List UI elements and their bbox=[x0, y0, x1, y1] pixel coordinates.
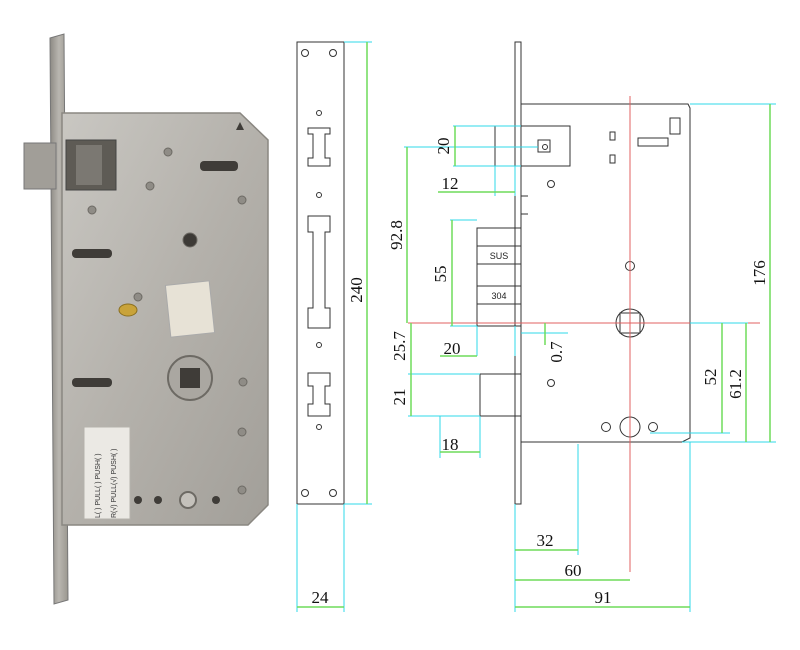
strike-lower-cutout bbox=[307, 372, 331, 417]
center-lines bbox=[408, 96, 760, 572]
photo-card-line-2: R(√) PULL(√) PUSH( ) bbox=[110, 448, 118, 518]
dim-gap-b: 20 bbox=[444, 339, 461, 358]
dim-latch-depth: 12 bbox=[442, 174, 459, 193]
dim-latch-height: 20 bbox=[434, 138, 453, 155]
dimension-labels: 20 12 92.8 55 25.7 20 0.7 21 18 176 52 6… bbox=[387, 138, 769, 608]
dim-lower-offset: 21 bbox=[390, 389, 409, 406]
dim-gap-c: 0.7 bbox=[547, 341, 566, 363]
dim-backset: 60 bbox=[565, 561, 582, 580]
strike-width-dim: 24 bbox=[312, 588, 330, 607]
dim-spindle-to-bottom: 61.2 bbox=[726, 369, 745, 399]
photo-card-line-1: L( ) PULL( ) PUSH( ) bbox=[95, 453, 102, 518]
photo-brand-logo bbox=[118, 303, 138, 317]
dim-body-height: 176 bbox=[750, 260, 769, 286]
strike-plate-outline bbox=[296, 41, 345, 505]
extension-lines bbox=[404, 103, 776, 612]
body-case bbox=[520, 103, 691, 443]
photo-direction-card bbox=[83, 426, 131, 520]
photo-label-sticker bbox=[164, 280, 216, 338]
strike-height-dim: 240 bbox=[347, 277, 366, 303]
dim-backset-small: 32 bbox=[537, 531, 554, 550]
photo-case bbox=[61, 112, 269, 526]
deadbolt-label-sus: SUS bbox=[490, 251, 509, 261]
dim-deadbolt-height: 55 bbox=[431, 266, 450, 283]
body-deadbolt bbox=[476, 227, 522, 327]
body-faceplate bbox=[514, 41, 522, 505]
dim-body-depth: 91 bbox=[595, 588, 612, 607]
dim-gap-a: 25.7 bbox=[390, 331, 409, 361]
strike-latch-cutout bbox=[307, 127, 331, 167]
deadbolt-label-304: 304 bbox=[491, 291, 506, 301]
photo-screws bbox=[87, 147, 248, 495]
lock-photo: L( ) PULL( ) PUSH( ) R(√) PULL(√) PUSH( … bbox=[23, 33, 269, 605]
dimension-lines bbox=[406, 104, 771, 608]
dim-spindle-to-cyl: 52 bbox=[701, 369, 720, 386]
strike-plate-dims: 240 24 bbox=[296, 41, 372, 612]
strike-plate-drawing bbox=[296, 41, 345, 505]
photo-latch-bolt bbox=[23, 142, 57, 190]
lock-body-drawing bbox=[476, 41, 691, 505]
dim-latch-to-center: 92.8 bbox=[387, 220, 406, 250]
strike-bolt-cutout bbox=[307, 215, 331, 329]
body-aux-bolt bbox=[479, 373, 522, 417]
body-latch bbox=[494, 125, 522, 167]
dim-lower-depth: 18 bbox=[442, 435, 459, 454]
